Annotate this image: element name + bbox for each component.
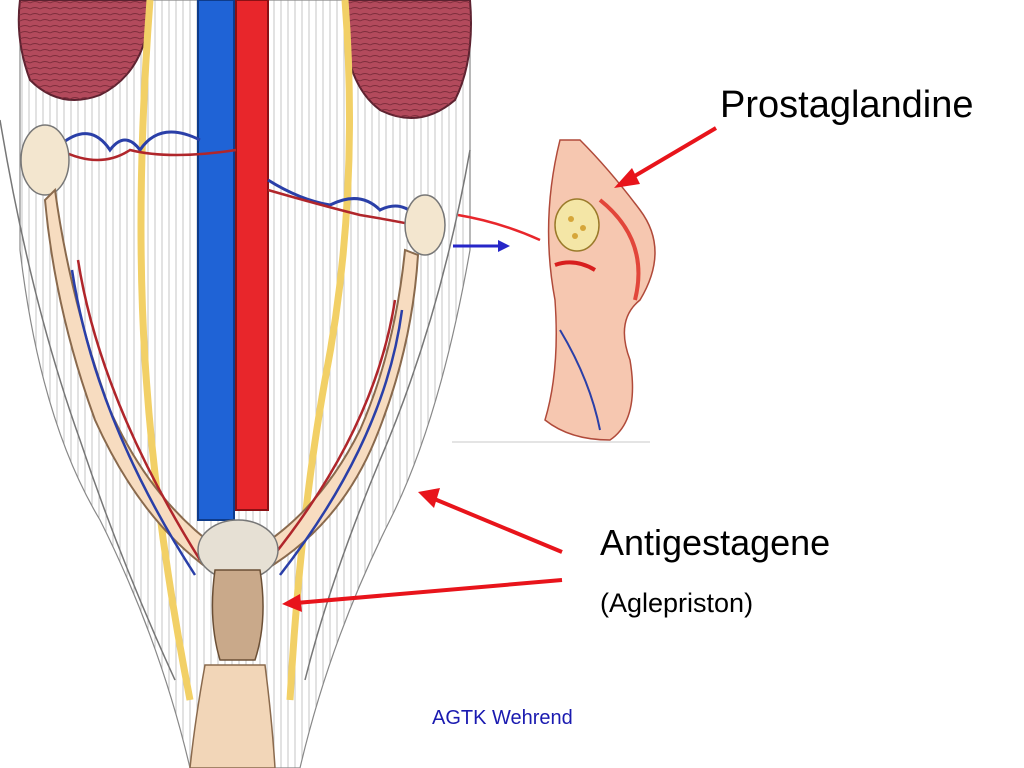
ureter-right — [286, 0, 353, 701]
arrow-to-uterus-upper — [418, 488, 563, 554]
ovary-left — [20, 124, 70, 196]
cervix — [211, 569, 264, 661]
arrow-to-uterus-lower — [282, 578, 563, 612]
antigestagene-label: Antigestagene — [600, 522, 831, 563]
credit-footer: AGTK Wehrend — [432, 707, 573, 729]
vagina — [189, 664, 276, 768]
aorta — [235, 0, 269, 511]
arrow-ovary-detail — [453, 240, 510, 252]
ovary-corpus-luteum-drawing — [452, 139, 656, 443]
kidney-left — [17, 0, 152, 101]
prostaglandine-label: Prostaglandine — [720, 84, 974, 126]
vena-cava — [197, 0, 235, 521]
arrow-to-corpus-luteum — [614, 126, 718, 188]
aglepriston-label: (Aglepriston) — [600, 588, 754, 618]
ovary-right — [404, 194, 446, 256]
uterus-anatomy-drawing — [0, 0, 472, 768]
ureter-left — [137, 0, 194, 701]
